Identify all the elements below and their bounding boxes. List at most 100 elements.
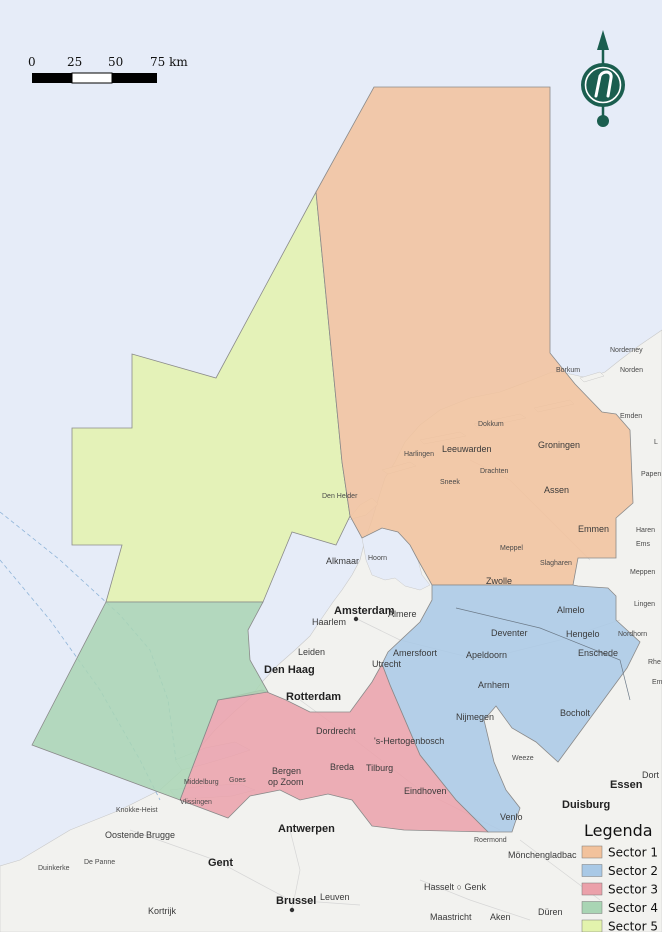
place-label-utrecht: Utrecht: [372, 659, 402, 669]
place-label-brugge: Brugge: [146, 830, 175, 840]
sector-2-boundary-line: [455, 607, 631, 701]
city-label-dort: Dort: [642, 770, 660, 780]
place-label-hasselt-genk: Hasselt ○ Genk: [424, 882, 486, 892]
place-label-zwolle: Zwolle: [486, 576, 512, 586]
place-label-roermond: Roermond: [474, 837, 507, 844]
legend-label: Sector 2: [608, 864, 658, 878]
north-arrow-glyph: [594, 70, 613, 98]
place-label-eindhoven: Eindhoven: [404, 786, 447, 796]
place-label-haren: Haren: [636, 527, 655, 534]
place-label-bergen-op-zoom-1: Bergen: [272, 766, 301, 776]
place-label-emden: Emden: [620, 413, 642, 420]
scale-tick-label: 0: [28, 55, 36, 69]
scale-tick-label: 25: [67, 55, 82, 69]
place-label-leeuwarden: Leeuwarden: [442, 444, 492, 454]
road: [129, 829, 361, 906]
place-label-dordrecht: Dordrecht: [316, 726, 356, 736]
legend-label: Sector 1: [608, 846, 658, 860]
sector-4-area[interactable]: [31, 601, 269, 801]
place-label-deventer: Deventer: [491, 628, 528, 638]
scale-segment: [71, 72, 113, 84]
place-label-aken: Aken: [490, 912, 511, 922]
place-label-enschede: Enschede: [578, 648, 618, 658]
place-label-bocholt: Bocholt: [560, 708, 591, 718]
place-label-sneek: Sneek: [440, 479, 460, 486]
place-label-bergen-op-zoom-2: op Zoom: [268, 777, 304, 787]
place-label-harlingen: Harlingen: [404, 451, 434, 458]
place-label-vlissingen: Vlissingen: [180, 799, 212, 806]
north-arrow-tip: [597, 30, 609, 50]
place-label-rheine: Rhe: [648, 659, 661, 666]
place-label-amersfoort: Amersfoort: [393, 648, 438, 658]
place-label-goes: Goes: [229, 777, 246, 784]
place-label-norderney: Norderney: [610, 347, 643, 354]
scale-bar: 0 25 50 75 km: [28, 55, 188, 84]
place-label-nordhorn: Nordhorn: [618, 631, 647, 638]
place-label-emmen: Emmen: [578, 524, 609, 534]
place-label-breda: Breda: [330, 762, 354, 772]
place-label-leuven: Leuven: [320, 892, 350, 902]
place-label-arnhem: Arnhem: [478, 680, 510, 690]
place-label-haarlem: Haarlem: [312, 617, 346, 627]
legend-swatch: [581, 882, 603, 896]
legend-swatch: [581, 845, 603, 859]
sectors: [31, 86, 641, 833]
place-label-nijmegen: Nijmegen: [456, 712, 494, 722]
place-label-meppen: Meppen: [630, 569, 655, 576]
place-label-hengelo: Hengelo: [566, 629, 600, 639]
legend-items: Sector 1 Sector 2 Sector 3 Sector 4 Sector 5: [581, 845, 658, 932]
sector-5-area[interactable]: [71, 190, 351, 603]
city-label-brussel: Brussel: [276, 895, 316, 907]
city-dot: [289, 907, 295, 913]
road: [419, 879, 531, 921]
place-label-duinkerke: Duinkerke: [38, 865, 70, 872]
place-label-middelburg: Middelburg: [184, 779, 219, 786]
place-label-maastricht: Maastricht: [430, 912, 472, 922]
sector-1-area[interactable]: [315, 86, 634, 586]
city-label-den-haag: Den Haag: [264, 664, 315, 676]
scale-segment: [112, 73, 157, 83]
place-label-norden: Norden: [620, 367, 643, 374]
place-label-slagharen: Slagharen: [540, 560, 572, 567]
legend-label: Sector 5: [608, 920, 658, 932]
legend-swatch: [581, 864, 603, 877]
legend-label: Sector 3: [608, 883, 658, 897]
legend: Legenda Sector 1 Sector 2 Sector 3 Sector 4…: [581, 821, 658, 932]
place-label-kortrijk: Kortrijk: [148, 906, 177, 916]
place-label-em: Em: [652, 679, 662, 686]
legend-swatch: [581, 919, 603, 932]
place-label-hoorn: Hoorn: [368, 555, 387, 562]
place-label-den-helder: Den Helder: [322, 493, 358, 500]
legend-swatch: [581, 901, 603, 914]
city-label-essen: Essen: [610, 779, 643, 791]
place-label-tilburg: Tilburg: [366, 763, 393, 773]
place-label-venlo: Venlo: [500, 812, 523, 822]
place-labels: Amsterdam Den Haag Rotterdam Antwerpen G…: [38, 347, 662, 922]
place-label-almere: Almere: [388, 609, 417, 619]
place-label-l: L: [654, 439, 658, 446]
north-arrow-ring: [584, 66, 622, 104]
place-label-hertogenbosch: 's-Hertogenbosch: [374, 736, 444, 746]
place-label-drachten: Drachten: [480, 468, 509, 475]
legend-title: Legenda: [584, 821, 653, 840]
place-label-knokke: Knokke-Heist: [116, 807, 158, 814]
scale-segment: [32, 73, 72, 83]
north-arrow-icon: [581, 30, 625, 127]
city-label-rotterdam: Rotterdam: [286, 691, 341, 703]
scale-tick-label: 75 km: [150, 55, 188, 69]
place-label-alkmaar: Alkmaar: [326, 556, 359, 566]
place-label-borkum: Borkum: [556, 367, 580, 374]
place-label-meppel: Meppel: [500, 545, 523, 552]
sector-3-area[interactable]: [179, 663, 489, 833]
north-arrow-tail: [597, 115, 609, 127]
city-dot: [353, 616, 359, 622]
place-label-assen: Assen: [544, 485, 569, 495]
place-label-almelo: Almelo: [557, 605, 585, 615]
place-label-groningen: Groningen: [538, 440, 580, 450]
place-label-ems: Ems: [636, 541, 651, 548]
place-label-papenburg: Papen: [641, 471, 661, 478]
place-label-weeze: Weeze: [512, 755, 534, 762]
legend-label: Sector 4: [608, 901, 658, 915]
city-label-duisburg: Duisburg: [562, 799, 610, 811]
